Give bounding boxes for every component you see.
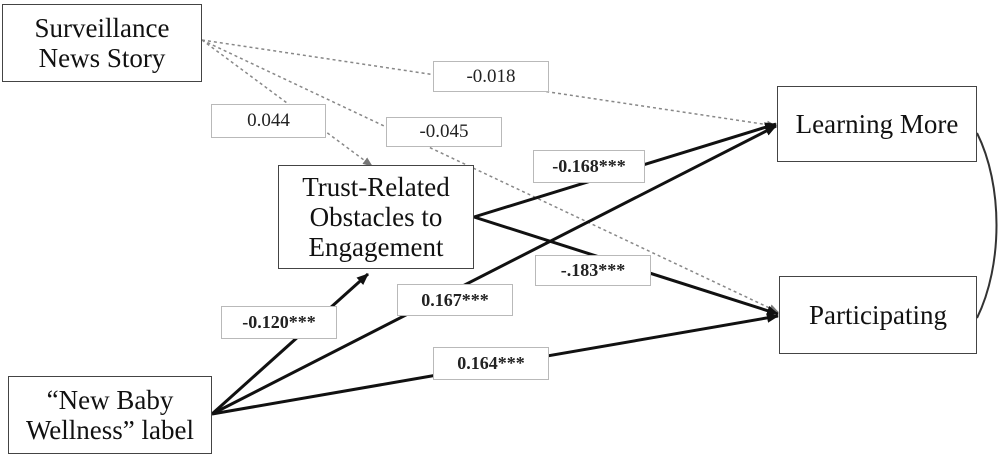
path-surveillance-to-participating	[201, 39, 779, 313]
coef-label-to-learning: 0.167***	[397, 284, 513, 316]
coef-trust-to-learning: -0.168***	[533, 150, 645, 183]
coef-surveillance-to-learning: -0.018	[433, 61, 549, 92]
coef-trust-to-participating: -.183***	[535, 255, 651, 286]
node-trust-related-obstacles: Trust-Related Obstacles to Engagement	[278, 165, 474, 269]
coef-surveillance-to-trust: 0.044	[211, 104, 326, 138]
path-label-to-learning	[211, 124, 777, 416]
coef-label-to-participating: 0.164***	[433, 347, 549, 380]
coef-label-to-trust: -0.120***	[221, 306, 337, 339]
path-surveillance-to-trust	[201, 39, 373, 167]
node-participating: Participating	[779, 276, 977, 354]
node-new-baby-wellness-label: “New Baby Wellness” label	[8, 376, 212, 454]
path-label-to-trust	[210, 272, 370, 416]
node-learning-more: Learning More	[777, 86, 977, 162]
path-learning-participating-correlation	[976, 132, 998, 319]
node-surveillance-news-story: Surveillance News Story	[2, 4, 202, 82]
coef-surveillance-to-participating: -0.045	[386, 117, 502, 147]
